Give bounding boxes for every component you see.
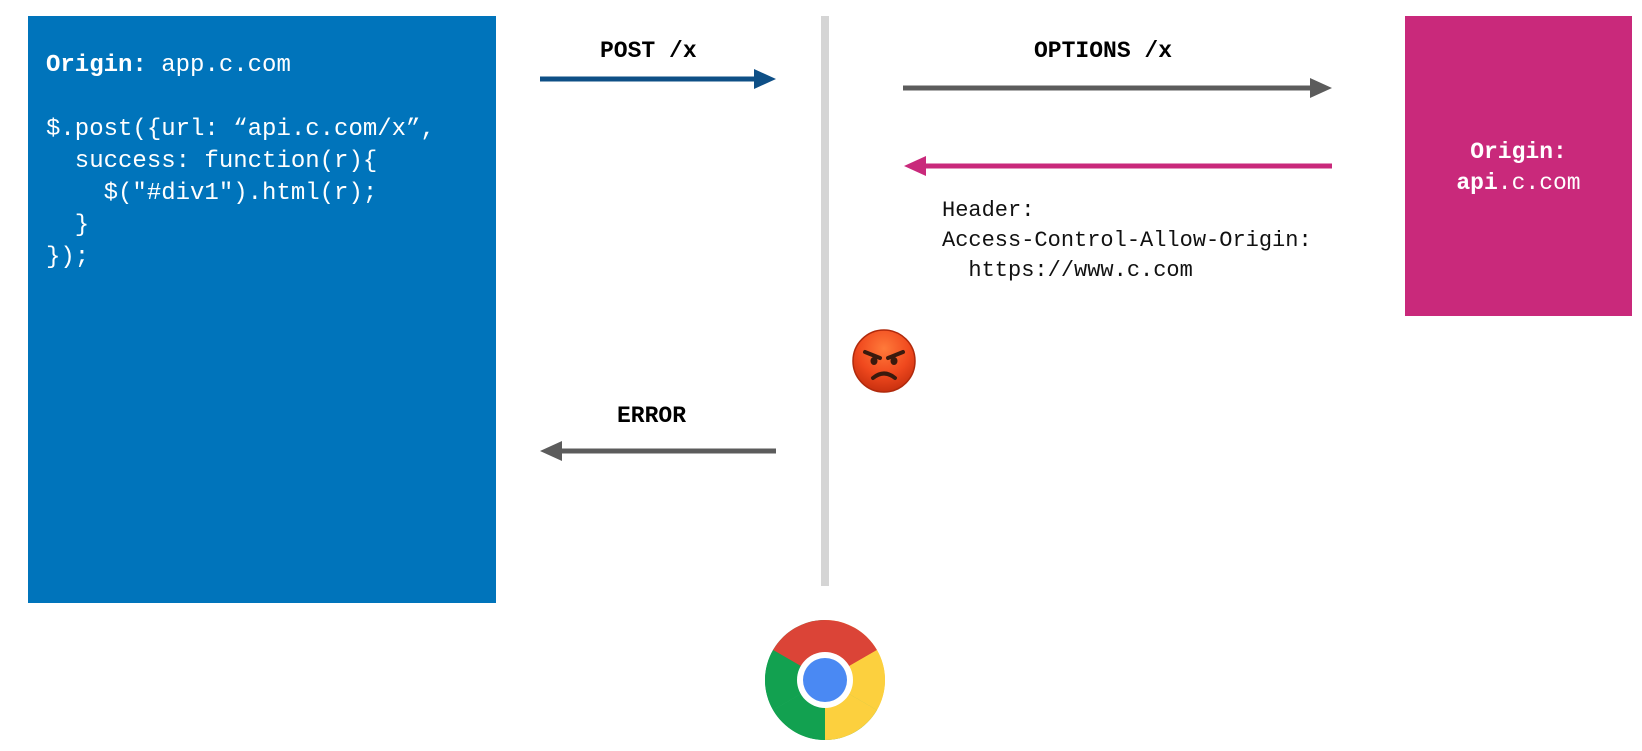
server-origin-value-bold: api <box>1456 170 1498 196</box>
post-arrow <box>540 69 776 89</box>
code-line-1: $.post({url: “api.c.com/x”, <box>46 116 435 143</box>
code-line-2: success: function(r){ <box>46 148 378 175</box>
header-line-1: Header: <box>942 198 1035 223</box>
code-line-3: $("#div1").html(r); <box>46 180 378 207</box>
server-origin-value-rest: .c.com <box>1497 170 1581 196</box>
browser-boundary-divider <box>821 16 829 586</box>
client-origin-value: app.c.com <box>161 52 291 79</box>
header-line-2: Access-Control-Allow-Origin: <box>942 228 1312 253</box>
response-header-text: Header: Access-Control-Allow-Origin: htt… <box>942 196 1312 286</box>
response-arrow <box>904 156 1332 176</box>
client-code-block: Origin: app.c.com $.post({url: “api.c.co… <box>46 50 435 274</box>
code-line-5: }); <box>46 244 90 271</box>
error-label: ERROR <box>617 403 687 429</box>
server-origin-key: Origin: <box>1470 139 1567 165</box>
server-origin-label: Origin: api.c.com <box>1405 137 1632 199</box>
angry-face-icon <box>852 329 916 393</box>
server-origin-box <box>1405 16 1632 316</box>
chrome-icon <box>765 620 885 740</box>
options-arrow <box>903 78 1332 98</box>
options-label: OPTIONS /x <box>1034 38 1173 64</box>
client-origin-key: Origin: <box>46 52 147 79</box>
client-origin-box <box>28 16 496 603</box>
post-label: POST /x <box>600 38 697 64</box>
error-arrow <box>540 441 776 461</box>
code-line-4: } <box>46 212 90 239</box>
header-line-3: https://www.c.com <box>942 258 1193 283</box>
